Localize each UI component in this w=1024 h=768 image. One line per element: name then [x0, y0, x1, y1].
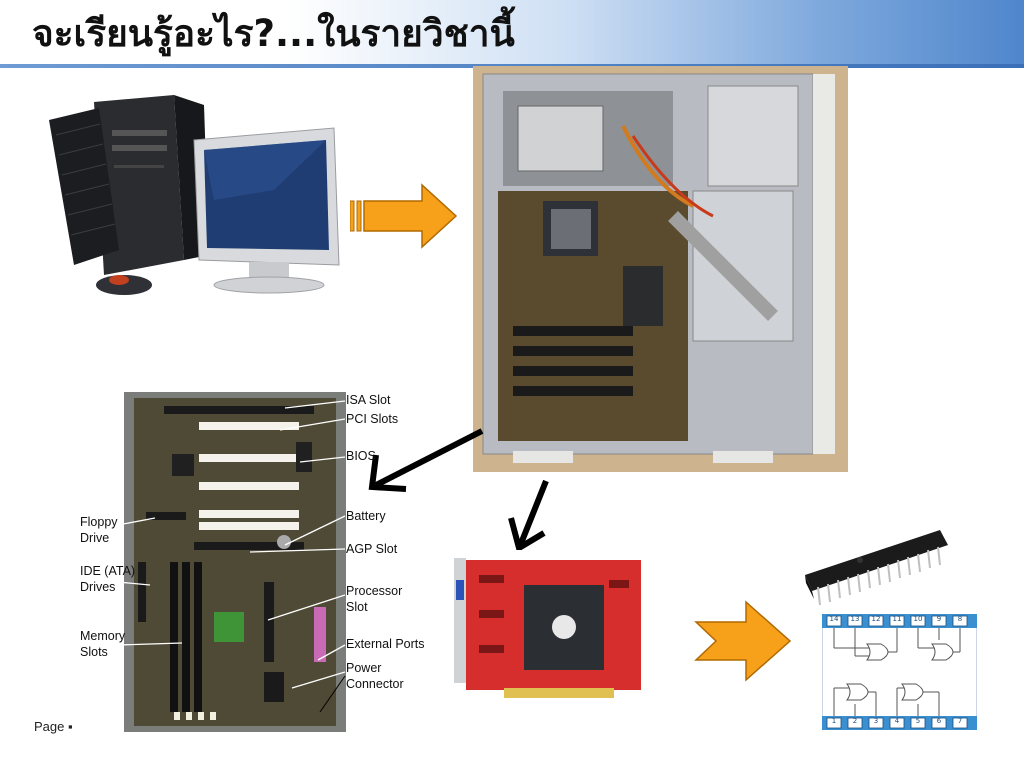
pin-label: 2	[852, 717, 858, 725]
title-bar	[0, 0, 1024, 64]
desktop-computer-image	[34, 90, 354, 305]
slide-title: จะเรียนรู้อะไร?...ในรายวิชานี้	[32, 12, 515, 55]
label-pci-slots: PCI Slots	[346, 412, 399, 426]
black-arrow-down-icon	[508, 479, 549, 553]
label-ide-drives: IDE (ATA) Drives	[80, 564, 136, 594]
pin-label: 13	[850, 615, 860, 623]
label-battery: Battery	[346, 509, 386, 523]
pin-label: 8	[957, 615, 963, 623]
motherboard-image	[124, 392, 346, 732]
label-memory-slots: Memory Slots	[80, 629, 126, 659]
pin-label: 12	[871, 615, 881, 623]
label-isa-slot: ISA Slot	[346, 393, 391, 407]
ic-logic-diagram: 14 13 12 11 10 9 8 1 2 3 4 5 6 7	[822, 614, 977, 730]
pin-label: 4	[894, 717, 900, 725]
pin-label: 14	[829, 615, 839, 623]
pin-label: 1	[831, 717, 837, 725]
label-processor-slot: Processor Slot	[346, 584, 403, 614]
pin-label: 3	[873, 717, 879, 725]
page-footer: Page ▪	[34, 719, 73, 734]
pin-label: 11	[892, 615, 902, 623]
open-computer-case-image	[473, 66, 848, 472]
pin-label: 7	[957, 717, 963, 725]
pin-label: 6	[936, 717, 942, 725]
ic-chip-image	[805, 530, 948, 606]
orange-block-arrow-right-icon-2	[694, 600, 792, 682]
ic-bottom-pin-labels: 1 2 3 4 5 6 7	[822, 717, 977, 729]
label-external-ports: External Ports	[346, 637, 425, 651]
label-floppy-drive: Floppy Drive	[80, 515, 118, 545]
black-arrow-down-left-icon	[368, 428, 484, 492]
pin-label: 5	[915, 717, 921, 725]
label-power-connector: Power Connector	[346, 661, 404, 691]
ic-top-pin-labels: 14 13 12 11 10 9 8	[822, 615, 977, 627]
pin-label: 10	[913, 615, 923, 623]
graphics-card-image	[424, 550, 646, 722]
orange-block-arrow-right-icon	[350, 183, 458, 249]
label-bios: BIOS	[346, 449, 376, 463]
pin-label: 9	[936, 615, 942, 623]
label-agp-slot: AGP Slot	[346, 542, 398, 556]
